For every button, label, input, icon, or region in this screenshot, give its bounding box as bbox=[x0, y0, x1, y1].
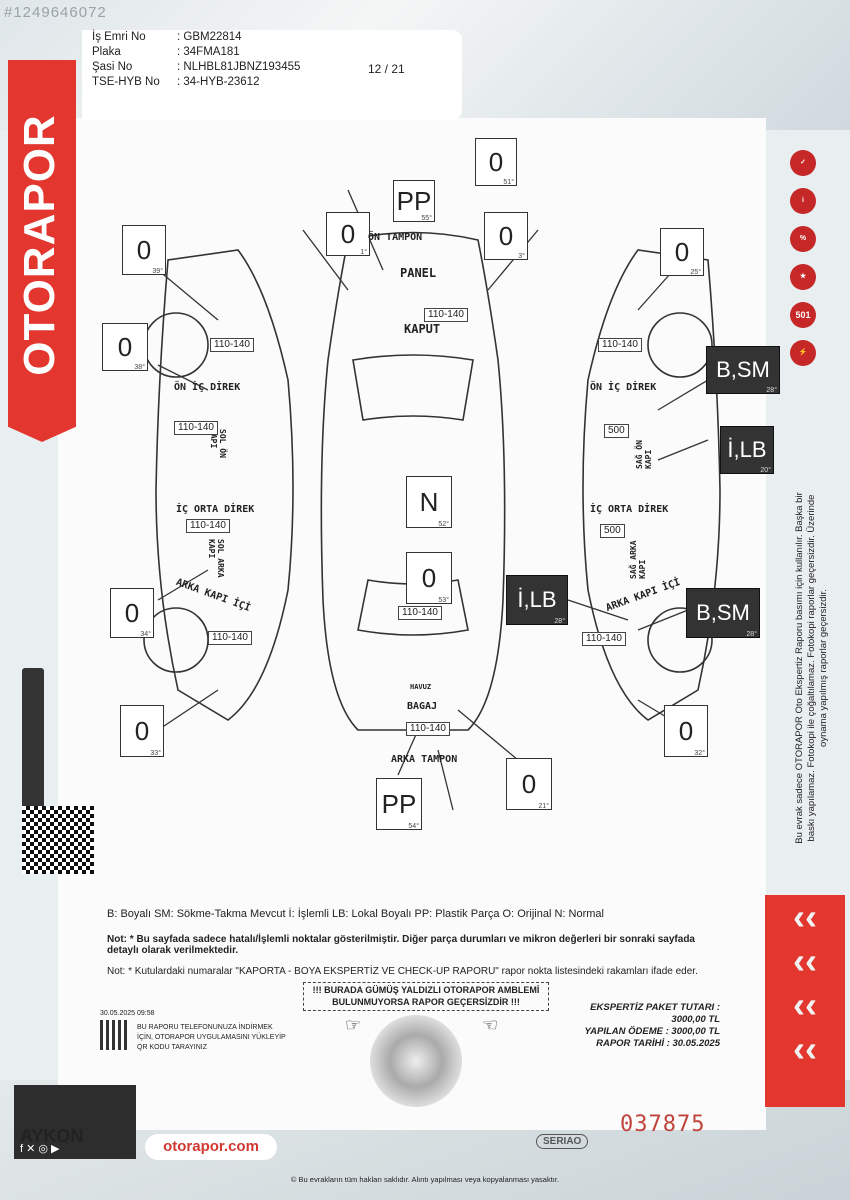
qr-code-icon bbox=[100, 1020, 130, 1050]
right-front-wheel bbox=[647, 312, 713, 378]
label-kaput: KAPUT bbox=[404, 322, 441, 336]
label-sol-on-kapi: SOL ÖN KAPI bbox=[209, 429, 227, 458]
hologram-seal bbox=[370, 1015, 462, 1107]
note-2: Not: * Kutulardaki numaralar "KAPORTA - … bbox=[107, 966, 698, 977]
copyright-footer: © Bu evrakların tüm hakları saklıdır. Al… bbox=[290, 1175, 560, 1184]
percent-badge-icon: % bbox=[790, 226, 816, 252]
label-on-ic-direk-left: ÖN İÇ DİREK bbox=[174, 382, 241, 393]
star-badge-icon: ★ bbox=[790, 264, 816, 290]
label-sag-on-kapi: SAĞ ÖN KAPI bbox=[635, 440, 653, 469]
car-top-body bbox=[320, 231, 506, 731]
report-date: RAPOR TARİHİ : 30.05.2025 bbox=[596, 1038, 720, 1049]
label-arka-tampon: ARKA TAMPON bbox=[391, 754, 458, 765]
note-1: Not: * Bu sayfada sadece hatalı/İşlemli … bbox=[107, 934, 695, 956]
info-row-plate: Plaka: 34FMA181 bbox=[92, 46, 240, 58]
payment-made: YAPILAN ÖDEME : 3000,00 TL bbox=[584, 1026, 721, 1037]
label-on-ic-direk-right: ÖN İÇ DİREK bbox=[590, 382, 657, 393]
label-on-tampon: ÖN TAMPON bbox=[368, 232, 423, 243]
website-link[interactable]: otorapor.com bbox=[145, 1134, 277, 1160]
vehicle-info-card: İş Emri No: GBM22814 Plaka: 34FMA181 Şas… bbox=[82, 30, 462, 120]
app-store-links[interactable] bbox=[22, 668, 44, 816]
label-ic-orta-direk-left: İÇ ORTA DİREK bbox=[176, 504, 255, 515]
brand-band: OTORAPOR bbox=[8, 60, 76, 442]
windshield bbox=[352, 354, 474, 421]
chevron-left-icon: ‹‹ bbox=[793, 1028, 817, 1069]
label-panel: PANEL bbox=[400, 266, 437, 280]
badge-501: 501 bbox=[790, 302, 816, 328]
price-summary: EKSPERTİZ PAKET TUTARI : 3000,00 TL YAPI… bbox=[560, 1002, 721, 1050]
red-chevron-band: ‹‹ ‹‹ ‹‹ ‹‹ bbox=[765, 895, 845, 1107]
report-sheet bbox=[58, 118, 766, 1130]
info-row-chassis: Şasi No: NLHBL81JBNZ193455 bbox=[92, 61, 301, 73]
micron-tag-left-front-door: 110-140 bbox=[174, 421, 218, 435]
micron-tag-left-front-fender: 110-140 bbox=[210, 338, 254, 352]
micron-tag-right-front-fender: 110-140 bbox=[598, 338, 642, 352]
right-rear-wheel bbox=[647, 607, 713, 673]
car-left-body bbox=[155, 249, 294, 721]
micron-tag-left-rear-fender: 110-140 bbox=[208, 631, 252, 645]
report-timestamp: 30.05.2025 09:58 bbox=[100, 1010, 155, 1017]
label-bagaj: BAGAJ bbox=[407, 701, 438, 712]
aykon-watermark bbox=[14, 1085, 136, 1159]
hand-pointer-right-icon: ☜ bbox=[482, 1015, 499, 1035]
label-sol-arka-kapi: SOL ARKA KAPI bbox=[207, 539, 225, 578]
micron-tag-right-rear-door: 500 bbox=[600, 524, 625, 538]
micron-tag-left-rear-door: 110-140 bbox=[186, 519, 230, 533]
aykon-logo: AYKON bbox=[20, 1126, 84, 1146]
page-number: 12 / 21 bbox=[368, 62, 405, 76]
package-price: EKSPERTİZ PAKET TUTARI : 3000,00 TL bbox=[590, 1002, 720, 1025]
micron-tag-kaput: 110-140 bbox=[424, 308, 468, 322]
hologram-warning: !!! BURADA GÜMÜŞ YALDIZLI OTORAPOR AMBLE… bbox=[303, 982, 549, 1011]
label-ic-orta-direk-right: İÇ ORTA DİREK bbox=[590, 504, 669, 515]
shield-badge-icon: ✓ bbox=[790, 150, 816, 176]
info-badge-icon: i bbox=[790, 188, 816, 214]
info-row-work-order: İş Emri No: GBM22814 bbox=[92, 31, 242, 43]
label-havuz: HAVUZ bbox=[410, 683, 432, 691]
chevron-left-icon: ‹‹ bbox=[793, 896, 817, 937]
series-label: SERIAO bbox=[536, 1134, 589, 1149]
micron-tag-roof: 110-140 bbox=[398, 606, 442, 620]
micron-tag-trunk: 110-140 bbox=[406, 722, 450, 736]
rear-window bbox=[357, 579, 469, 636]
qr-code-icon bbox=[22, 806, 94, 874]
badge-column: ✓ i % ★ 501 ⚡ bbox=[790, 150, 816, 366]
social-icons[interactable]: f ✕ ◎ ▶ bbox=[20, 1143, 60, 1155]
label-sag-arka-kapi: SAĞ ARKA KAPI bbox=[629, 540, 647, 579]
chevron-left-icon: ‹‹ bbox=[793, 940, 817, 981]
micron-tag-right-front-door: 500 bbox=[604, 424, 629, 438]
car-right-body bbox=[582, 249, 721, 721]
info-row-tse: TSE-HYB No: 34-HYB-23612 bbox=[92, 76, 260, 88]
micron-tag-right-rear-fender: 110-140 bbox=[582, 632, 626, 646]
legend: B: Boyalı SM: Sökme-Takma Mevcut İ: İşle… bbox=[107, 908, 604, 920]
lightning-badge-icon: ⚡ bbox=[790, 340, 816, 366]
vertical-disclaimer: Bu evrak sadece OTORAPOR Oto Ekspertiz R… bbox=[794, 492, 829, 844]
brand-logo: OTORAPOR bbox=[15, 114, 64, 376]
serial-number: 037875 bbox=[620, 1112, 706, 1137]
left-front-wheel bbox=[143, 312, 209, 378]
hand-pointer-left-icon: ☞ bbox=[345, 1015, 362, 1035]
listing-watermark-id: #1249646072 bbox=[4, 4, 107, 21]
qr-instructions: BU RAPORU TELEFONUNUZA İNDİRMEK İÇİN, OT… bbox=[137, 1024, 286, 1051]
chevron-left-icon: ‹‹ bbox=[793, 984, 817, 1025]
